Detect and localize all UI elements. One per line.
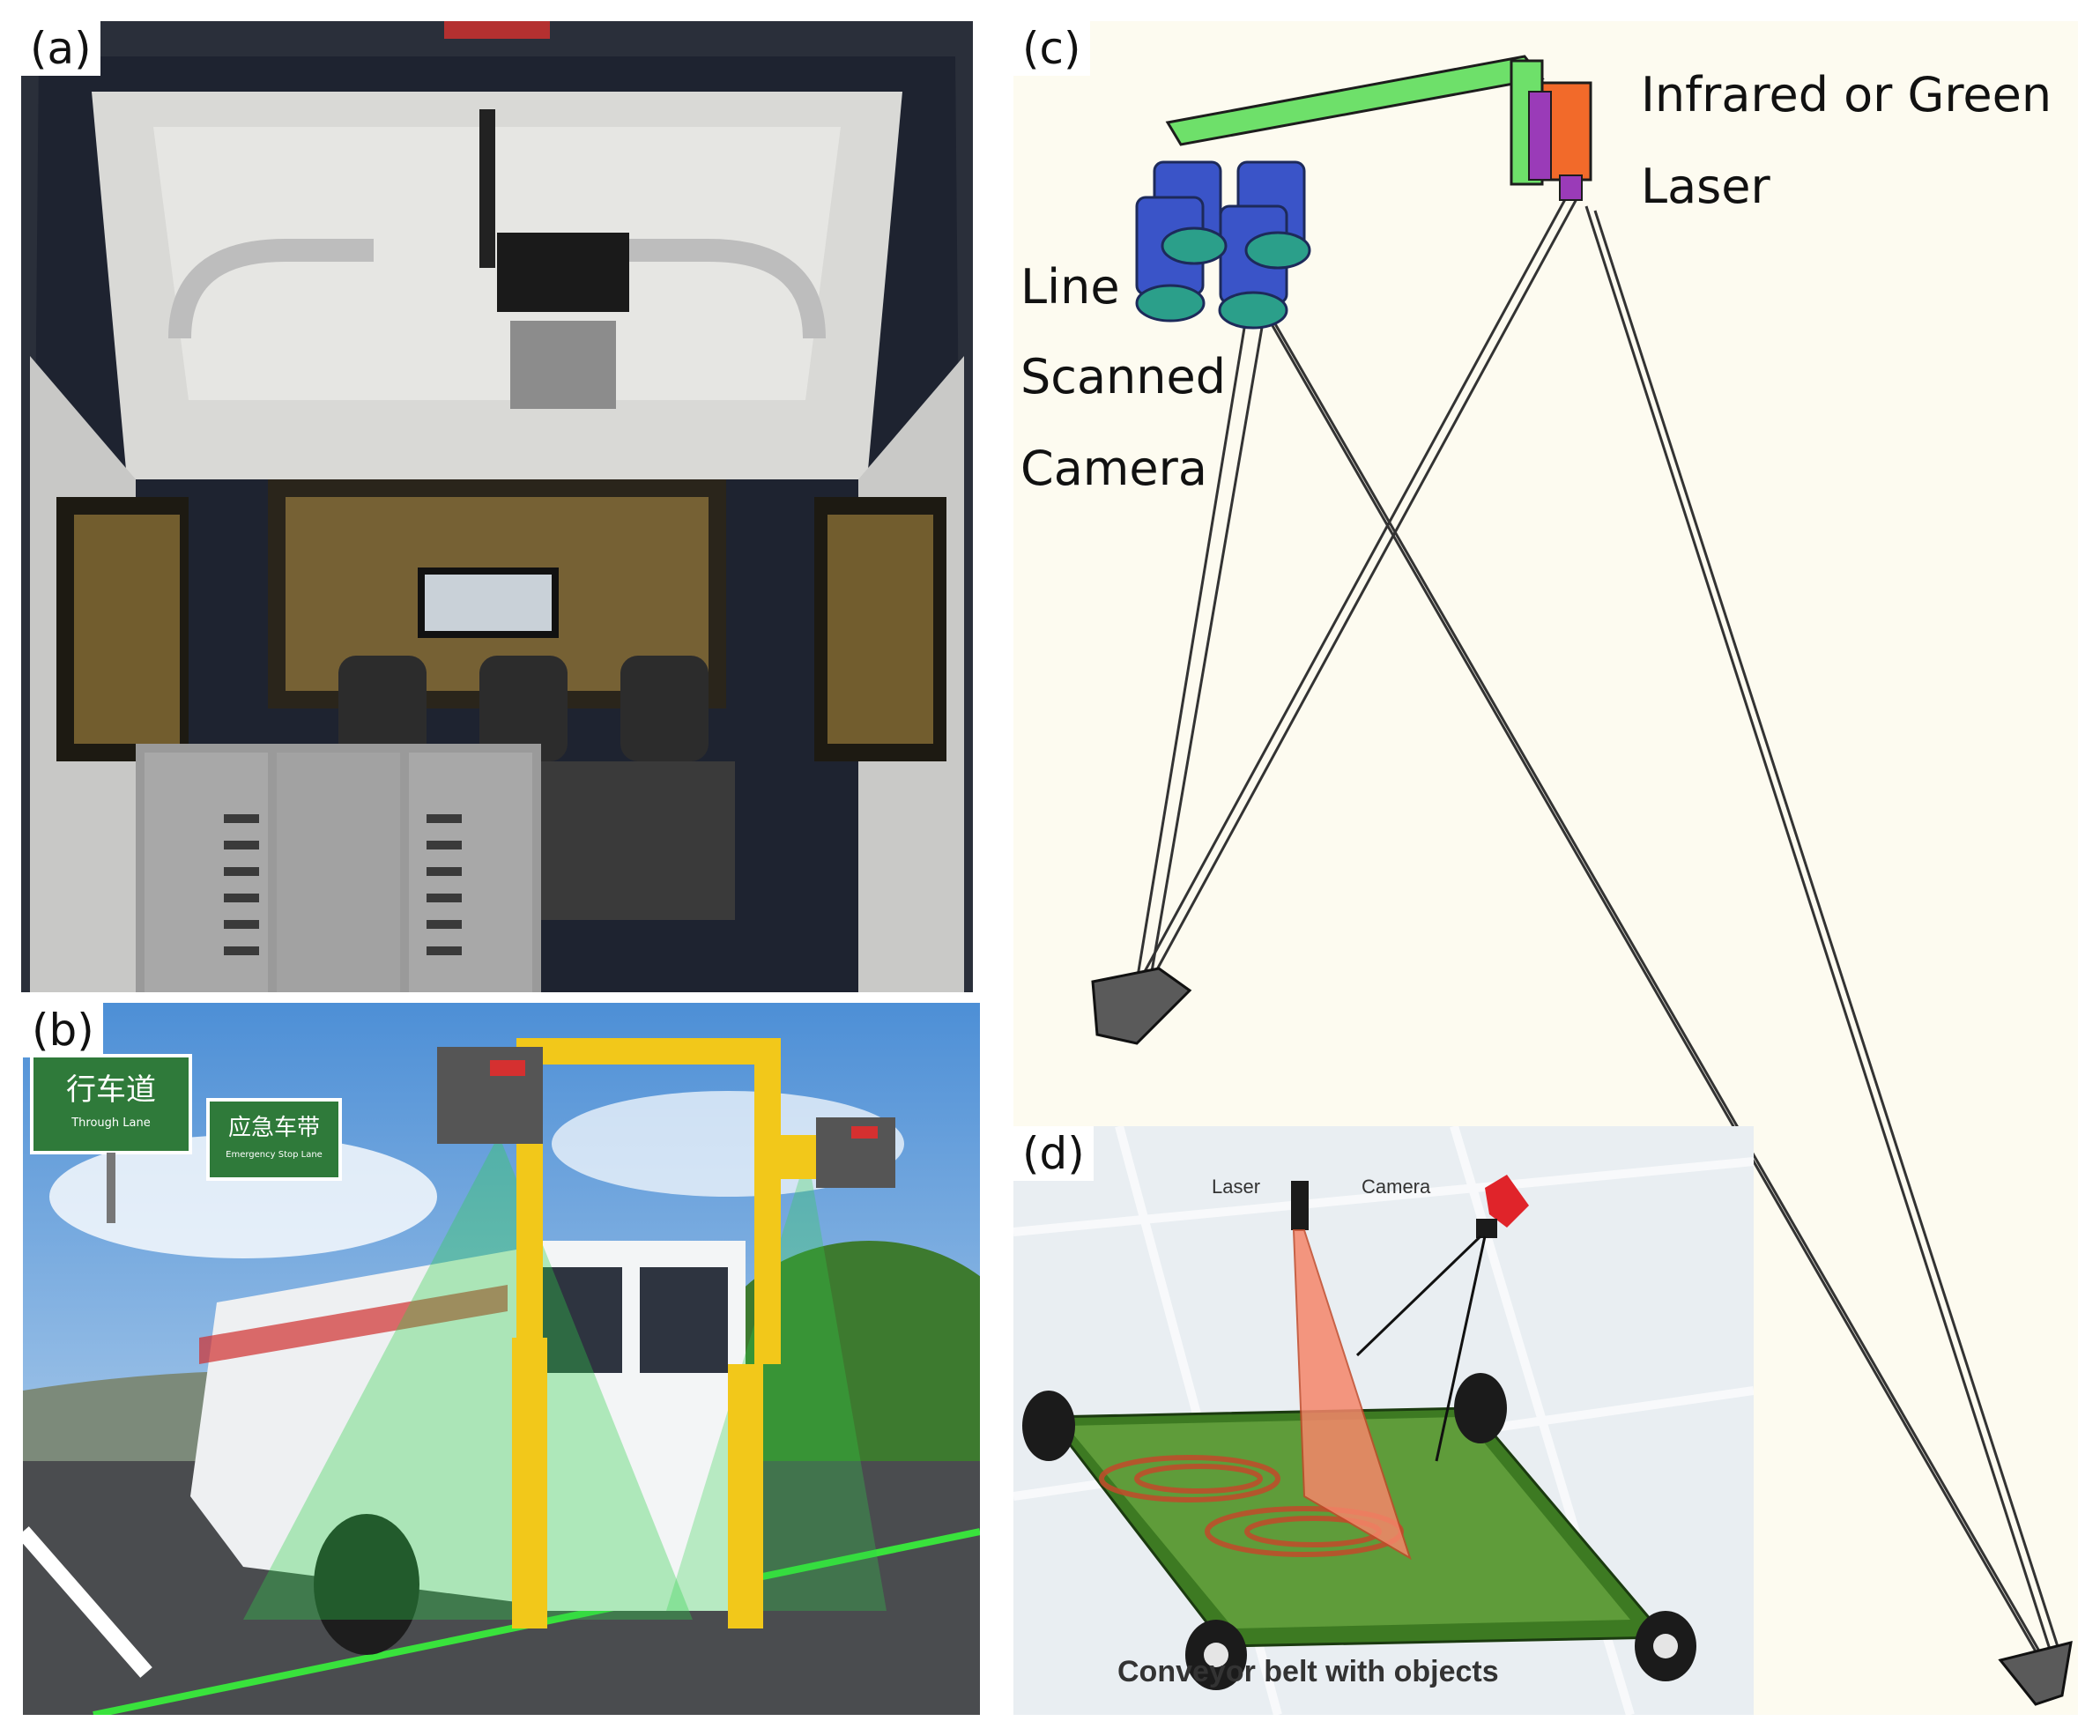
sign-left-cn: 行车道 bbox=[66, 1072, 156, 1108]
triangulation-schematic bbox=[1091, 55, 2073, 1706]
van-interior-illustration bbox=[21, 21, 973, 992]
panel-b-van-rig-render: 行车道 Through Lane 应急车带 Emergency Stop Lan… bbox=[23, 1003, 980, 1715]
sign-left-en: Through Lane bbox=[70, 1117, 151, 1130]
camera-label-line3: Camera bbox=[1020, 441, 1207, 496]
sign-right-cn: 应急车带 bbox=[228, 1115, 320, 1141]
far-target bbox=[1998, 1640, 2073, 1706]
panel-d-label: (d) bbox=[1013, 1126, 1094, 1181]
laser-label-line2: Laser bbox=[1641, 159, 1770, 214]
beam-lines bbox=[1135, 192, 2064, 1661]
conveyor-caption: Conveyor belt with objects bbox=[1117, 1655, 1499, 1688]
laser-label-line1: Infrared or Green bbox=[1641, 67, 2052, 122]
camera-label-line2: Scanned bbox=[1020, 349, 1227, 404]
panel-b-label: (b) bbox=[23, 1003, 103, 1057]
conveyor-laser-label: Laser bbox=[1212, 1176, 1261, 1198]
conveyor-camera-label: Camera bbox=[1362, 1176, 1431, 1198]
van-rig-illustration: 行车道 Through Lane 应急车带 Emergency Stop Lan… bbox=[23, 1003, 980, 1715]
panel-a-van-interior-photo: (a) bbox=[21, 21, 973, 992]
near-target bbox=[1091, 967, 1192, 1045]
green-mounting-arm bbox=[1165, 55, 1545, 186]
line-scan-cameras bbox=[1135, 160, 1311, 330]
conveyor-illustration bbox=[1013, 1126, 1754, 1715]
laser-module bbox=[1528, 81, 1592, 201]
camera-label-line1: Line bbox=[1020, 259, 1120, 315]
panel-a-label: (a) bbox=[21, 21, 100, 76]
panel-c-label: (c) bbox=[1013, 21, 1090, 76]
panel-d-conveyor-schematic: Laser Camera Conveyor belt with objects … bbox=[1013, 1126, 1754, 1715]
sign-right-en: Emergency Stop Lane bbox=[226, 1150, 323, 1160]
